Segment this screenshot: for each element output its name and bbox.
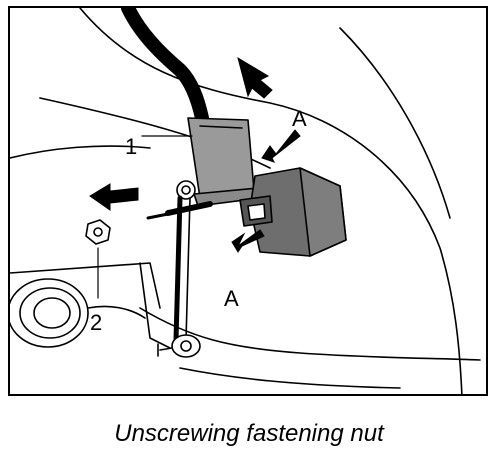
callout-part-1: 1 — [125, 134, 138, 159]
sensor-cable — [121, 8, 209, 125]
frame-line-left — [10, 262, 161, 309]
level-sensor-housing — [239, 167, 347, 257]
body-contour-upper — [79, 8, 463, 394]
fastening-nut — [85, 219, 111, 245]
support-bracket — [139, 262, 171, 349]
body-contour-lower — [10, 145, 151, 159]
arrow-pull-connector-icon — [237, 56, 273, 99]
drive-joint — [10, 278, 146, 348]
illustration-frame: 1 2 A A — [8, 6, 488, 396]
frame-line-bottom — [139, 307, 481, 361]
line-drawing — [10, 8, 481, 394]
connector-plug — [187, 117, 261, 207]
coupling-rod — [146, 180, 213, 358]
callout-arrow-a-bottom: A — [224, 286, 239, 311]
wheel-arch-edge — [339, 27, 451, 219]
arrow-remove-nut-icon — [89, 183, 139, 211]
floor-line — [179, 367, 401, 389]
arrow-press-tab-top-icon — [261, 129, 301, 163]
figure-caption: Unscrewing fastening nut — [114, 420, 384, 447]
arrow-press-tab-bottom-icon — [231, 229, 265, 253]
callout-part-2: 2 — [90, 310, 103, 335]
callout-arrow-a-top: A — [292, 106, 307, 131]
